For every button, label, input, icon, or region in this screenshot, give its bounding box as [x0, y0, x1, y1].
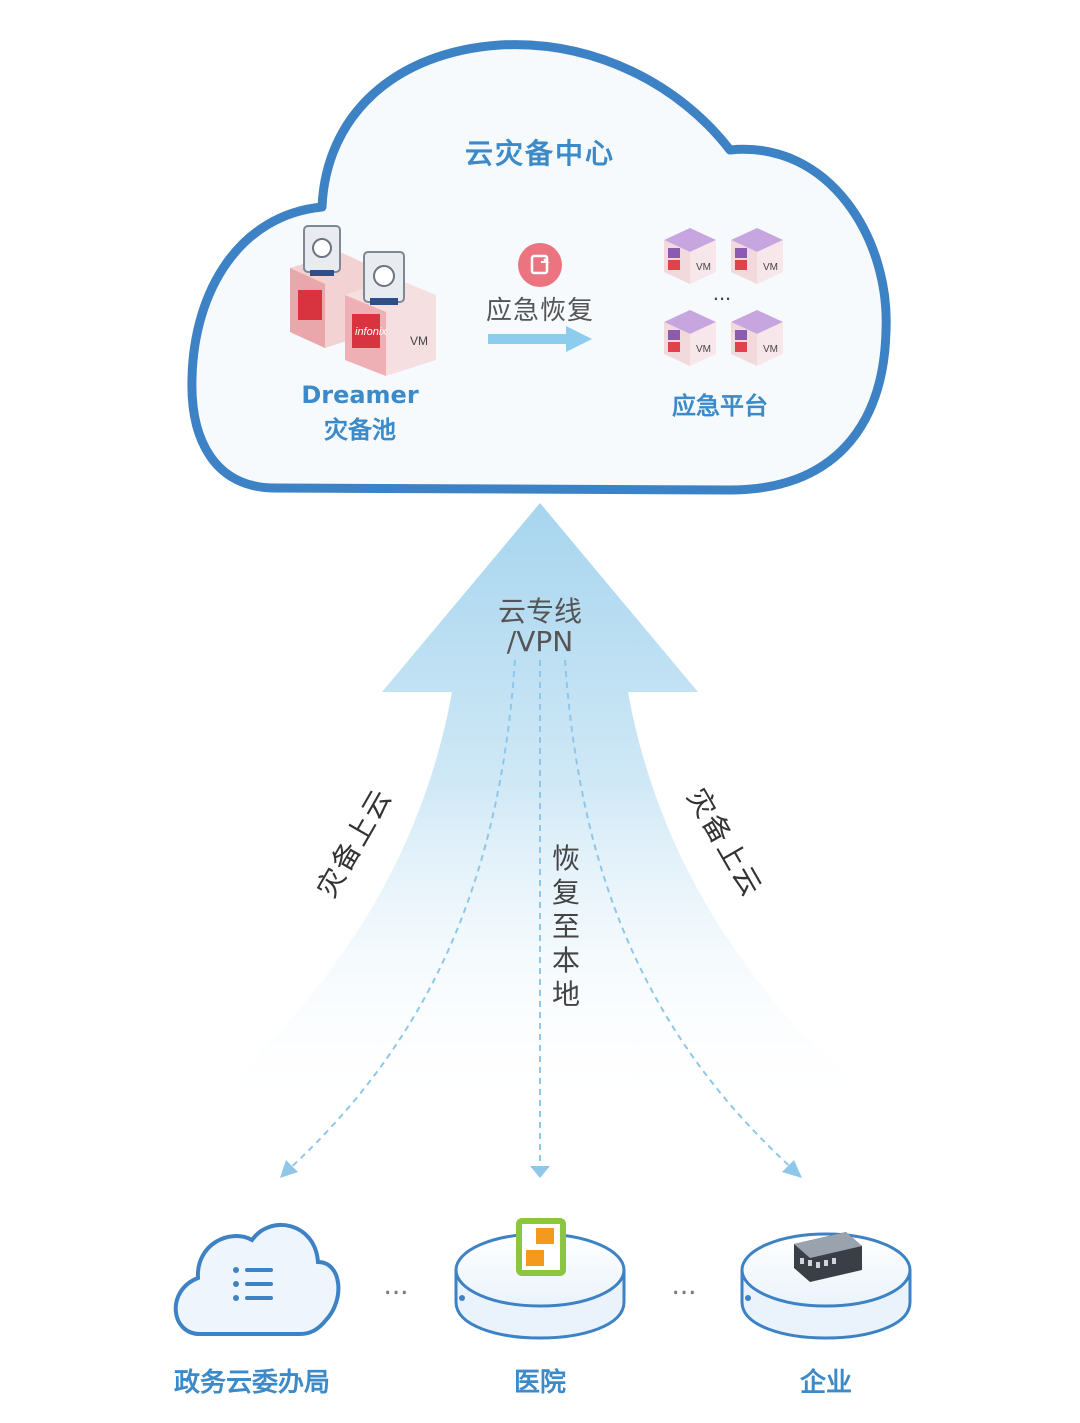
platform-more: ...: [713, 280, 731, 305]
pool-label-name: Dreamer: [301, 381, 419, 409]
link-label-line1: 云专线: [497, 595, 582, 628]
pool-label-type: 灾备池: [324, 416, 396, 444]
recover-arrow-shaft: [488, 334, 568, 344]
platform-label: 应急平台: [672, 392, 768, 420]
flow-arrowhead-left: [280, 1160, 298, 1178]
recover-icon: [518, 243, 562, 287]
gov-site-icon: [173, 1223, 341, 1336]
separator-dots-left: ...: [383, 1268, 408, 1301]
svg-text:VM: VM: [696, 344, 711, 355]
svg-text:VM: VM: [763, 262, 778, 273]
svg-text:VM: VM: [696, 262, 711, 273]
cloud-title: 云灾备中心: [464, 137, 615, 170]
vm-cube-icon: VM: [731, 310, 783, 366]
flow-line-left: [285, 659, 516, 1173]
site-label-hospital: 医院: [513, 1368, 566, 1398]
hospital-site-icon: [454, 1218, 626, 1340]
vm-cube-icon: VM: [731, 228, 783, 284]
pool-infonix-badge: infonix: [355, 326, 387, 338]
separator-dots-right: ...: [671, 1268, 696, 1301]
vm-cube-icon: VM: [664, 228, 716, 284]
enterprise-site-icon: [740, 1232, 912, 1340]
site-label-gov: 政务云委办局: [173, 1368, 330, 1398]
flow-arrowhead-center: [530, 1166, 550, 1178]
flow-label-center: 恢复至本地: [551, 842, 580, 1011]
upload-arrow: [185, 503, 895, 1120]
site-label-enterprise: 企业: [799, 1368, 852, 1398]
flow-line-right: [564, 659, 797, 1173]
vm-cube-icon: VM: [664, 310, 716, 366]
recover-arrow-head: [566, 326, 592, 352]
pool-vm-badge: VM: [410, 334, 428, 348]
link-label-line2: /VPN: [506, 625, 574, 658]
svg-text:VM: VM: [763, 344, 778, 355]
platform-vm-cluster: VM VM VM VM: [664, 228, 783, 366]
flow-arrowhead-right: [782, 1160, 802, 1178]
dreamer-pool-icon: VM infonix: [290, 225, 436, 376]
recovery-label: 应急恢复: [485, 296, 594, 326]
